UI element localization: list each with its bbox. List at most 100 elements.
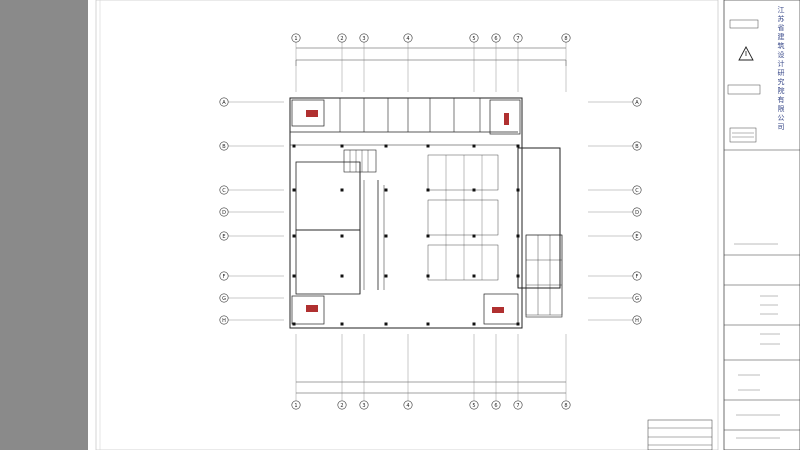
column-mark xyxy=(292,322,296,326)
grid-bubble-bottom-label: 4 xyxy=(406,403,409,409)
grid-bubble-bottom xyxy=(469,400,479,410)
column-mark xyxy=(340,322,344,326)
column-mark xyxy=(426,234,430,238)
grid-bubble-bottom xyxy=(337,400,347,410)
grid-bubble-bottom xyxy=(491,400,501,410)
column-mark xyxy=(426,322,430,326)
grid-bubble-bottom xyxy=(513,400,523,410)
grid-bubble-bottom-label: 8 xyxy=(564,403,567,409)
grid-bubble-top xyxy=(337,33,347,43)
building-plan xyxy=(289,97,563,329)
grid-bubble-right xyxy=(632,293,642,303)
column-mark xyxy=(472,234,476,238)
grid-bubble-top xyxy=(513,33,523,43)
column-mark xyxy=(384,188,388,192)
column-mark xyxy=(516,274,520,278)
column-mark xyxy=(340,274,344,278)
revision-table xyxy=(647,419,713,450)
grid-bubble-bottom-label: 5 xyxy=(472,403,475,409)
column-mark xyxy=(516,188,520,192)
grid-bubble-left xyxy=(219,293,229,303)
grid-bubble-top-label: 3 xyxy=(362,36,365,42)
column-mark xyxy=(292,144,296,148)
grid-bubble-right xyxy=(632,231,642,241)
grid-bubble-right xyxy=(632,271,642,281)
column-mark xyxy=(472,322,476,326)
stair-hatches xyxy=(306,110,509,313)
grid-bubble-top-label: 4 xyxy=(406,36,409,42)
grid-bubble-top-label: 8 xyxy=(564,36,567,42)
column-mark xyxy=(384,144,388,148)
sheet-border xyxy=(95,0,719,450)
grid-bubble-top xyxy=(291,33,301,43)
column-mark xyxy=(426,274,430,278)
column-mark xyxy=(472,188,476,192)
grid-bubble-top-label: 1 xyxy=(294,36,297,42)
grid-bubble-right-label: C xyxy=(635,188,639,194)
grid-bubble-bottom-label: 1 xyxy=(294,403,297,409)
column-mark xyxy=(384,274,388,278)
grid-bubble-right xyxy=(632,315,642,325)
grid-bubble-bottom-label: 7 xyxy=(516,403,519,409)
grid-bubble-right xyxy=(632,185,642,195)
column-mark xyxy=(340,188,344,192)
column-mark xyxy=(340,234,344,238)
warning-icon xyxy=(738,46,754,61)
column-mark xyxy=(292,274,296,278)
grid-bubble-bottom xyxy=(403,400,413,410)
grid-bubble-left-label: C xyxy=(222,188,226,194)
grid-bubble-bottom-label: 6 xyxy=(494,403,497,409)
grid-bubble-right xyxy=(632,141,642,151)
grid-bubble-right-label: G xyxy=(635,296,639,302)
grid-bubble-right xyxy=(632,97,642,107)
grid-bubble-bottom-label: 3 xyxy=(362,403,365,409)
grid-bubble-right-label: B xyxy=(635,144,639,150)
grid-bubble-left-label: A xyxy=(222,100,226,106)
grid-bubble-top-label: 5 xyxy=(472,36,475,42)
column-mark xyxy=(426,188,430,192)
grid-bubble-top-label: 2 xyxy=(340,36,343,42)
grid-bubble-left xyxy=(219,315,229,325)
column-mark xyxy=(292,188,296,192)
grid-bubble-left-label: G xyxy=(222,296,226,302)
seal-stamp xyxy=(729,127,757,143)
grid-bubble-top xyxy=(359,33,369,43)
grid-bubble-left-label: E xyxy=(222,234,225,240)
grid-bubble-left xyxy=(219,141,229,151)
grid-bubble-left xyxy=(219,185,229,195)
grid-bubble-right-label: H xyxy=(635,318,639,324)
grid-bubble-bottom xyxy=(291,400,301,410)
column-mark xyxy=(472,144,476,148)
grid-bubble-left xyxy=(219,271,229,281)
dimension-bottom xyxy=(296,381,566,394)
column-mark xyxy=(340,144,344,148)
dimension-top xyxy=(295,47,567,66)
grid-bubble-left-label: F xyxy=(223,274,226,280)
company-name-vertical: 江苏省建筑设计研究院有限公司 xyxy=(777,6,785,131)
grid-bubble-bottom xyxy=(561,400,571,410)
grid-bubble-right-label: D xyxy=(635,210,639,216)
structural-columns xyxy=(292,144,520,326)
column-mark xyxy=(426,144,430,148)
grid-bubble-top-label: 6 xyxy=(494,36,497,42)
grid-bubble-left xyxy=(219,207,229,217)
grid-bubble-top xyxy=(561,33,571,43)
grid-bubble-top-label: 7 xyxy=(516,36,519,42)
grid-bubble-top xyxy=(469,33,479,43)
grid-bubble-left-label: B xyxy=(222,144,226,150)
grid-bubble-right xyxy=(632,207,642,217)
column-mark xyxy=(384,322,388,326)
column-mark xyxy=(516,234,520,238)
grid-bubble-bottom-label: 2 xyxy=(340,403,343,409)
column-mark xyxy=(516,144,520,148)
column-mark xyxy=(472,274,476,278)
grid-bubble-left xyxy=(219,97,229,107)
grid-bubble-bottom xyxy=(359,400,369,410)
grid-bubble-top xyxy=(491,33,501,43)
grid-bubble-left xyxy=(219,231,229,241)
title-block xyxy=(723,0,800,450)
